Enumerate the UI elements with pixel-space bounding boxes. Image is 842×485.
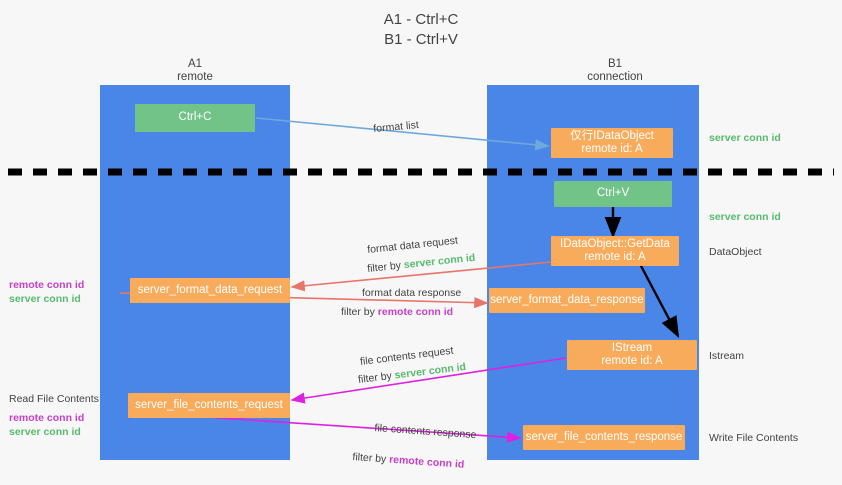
left-label-remote-conn-id-2: remote conn id	[9, 412, 85, 424]
right-label-istream: Istream	[709, 349, 744, 363]
label-format-list-text: format list	[372, 119, 420, 136]
node-getdata-line1: IDataObject::GetData	[560, 237, 670, 250]
lane-a1-name: A1	[187, 58, 203, 70]
node-ctrl-c-label: Ctrl+C	[178, 111, 212, 124]
node-server-file-contents-response-label: server_file_contents_response	[525, 430, 683, 443]
node-idataobject-line1: 仅行IDataObject	[570, 129, 654, 142]
label-file-contents-response-text: file contents response	[374, 422, 477, 442]
label-fcreq-filter-prefix: filter by	[357, 369, 396, 387]
right-label-server-conn-id-1: server conn id	[709, 131, 781, 145]
node-ctrl-v[interactable]: Ctrl+V	[554, 181, 672, 207]
node-server-file-contents-request[interactable]: server_file_contents_request	[128, 393, 290, 418]
node-idataobject-line2: remote id: A	[581, 143, 643, 155]
left-label-conn-ids-2: remote conn id server conn id	[9, 411, 84, 439]
page-title: A1 - Ctrl+C B1 - Ctrl+V	[0, 10, 842, 50]
right-label-server-conn-id-2: server conn id	[709, 210, 781, 224]
right-label-dataobject: DataObject	[709, 245, 762, 259]
node-server-file-contents-request-label: server_file_contents_request	[135, 398, 283, 411]
node-server-format-data-response[interactable]: server_format_data_response	[489, 288, 645, 313]
label-fcresp-filter-prefix: filter by	[352, 451, 390, 466]
lane-header-a1: A1 remote	[120, 58, 270, 84]
node-ctrl-v-label: Ctrl+V	[596, 187, 630, 200]
left-label-server-conn-id-2: server conn id	[9, 426, 81, 438]
lane-a1-sub: remote	[177, 71, 213, 83]
label-format-list: format list	[373, 118, 420, 136]
node-istream-line2: remote id: A	[601, 355, 663, 367]
label-fdresp-filter-value: remote conn id	[377, 306, 454, 318]
left-label-read-file-contents-group: Read File Contents	[9, 392, 99, 406]
label-fdresp-filter-prefix: filter by	[341, 306, 378, 318]
node-server-format-data-request[interactable]: server_format_data_request	[130, 278, 290, 303]
right-label-write-file-contents: Write File Contents	[709, 431, 798, 445]
left-label-read-file-contents: Read File Contents	[9, 393, 99, 405]
lane-b1-name: B1	[607, 58, 623, 70]
node-getdata-line2: remote id: A	[584, 251, 646, 263]
node-istream[interactable]: IStream remote id: A	[567, 340, 697, 370]
left-label-server-conn-id-1: server conn id	[9, 293, 81, 305]
right-label-istream-text: Istream	[709, 350, 745, 362]
label-fcreq-filter-value: server conn id	[393, 360, 467, 382]
right-label-write-file-contents-text: Write File Contents	[709, 432, 799, 444]
label-format-data-response-text: format data response	[362, 287, 462, 299]
node-server-file-contents-response[interactable]: server_file_contents_response	[523, 425, 685, 450]
title-line-2: B1 - Ctrl+V	[384, 31, 458, 48]
node-ctrl-c[interactable]: Ctrl+C	[135, 104, 255, 132]
label-file-contents-response: file contents response	[374, 421, 477, 442]
lane-b1-sub: connection	[587, 71, 643, 83]
lane-header-b1: B1 connection	[535, 58, 695, 84]
node-idataobject[interactable]: 仅行IDataObject remote id: A	[551, 128, 673, 158]
node-server-format-data-request-label: server_format_data_request	[137, 283, 283, 296]
label-format-data-response-filter: filter by remote conn id	[341, 305, 453, 319]
left-label-remote-conn-id-1: remote conn id	[9, 279, 85, 291]
label-format-data-response: format data response	[362, 286, 461, 300]
right-label-server-conn-id-2-text: server conn id	[709, 211, 781, 223]
left-label-conn-ids-1: remote conn id server conn id	[9, 278, 84, 306]
node-server-format-data-response-label: server_format_data_response	[490, 293, 644, 306]
title-line-1: A1 - Ctrl+C	[383, 11, 459, 28]
node-istream-line1: IStream	[611, 341, 653, 354]
label-fcresp-filter-value: remote conn id	[388, 453, 465, 471]
label-fdreq-filter-value: server conn id	[403, 251, 476, 272]
node-idataobject-getdata[interactable]: IDataObject::GetData remote id: A	[551, 236, 679, 266]
label-fdreq-filter-prefix: filter by	[366, 259, 405, 276]
right-label-server-conn-id-1-text: server conn id	[709, 132, 781, 144]
label-file-contents-response-filter: filter by remote conn id	[352, 450, 465, 472]
right-label-dataobject-text: DataObject	[709, 246, 762, 258]
